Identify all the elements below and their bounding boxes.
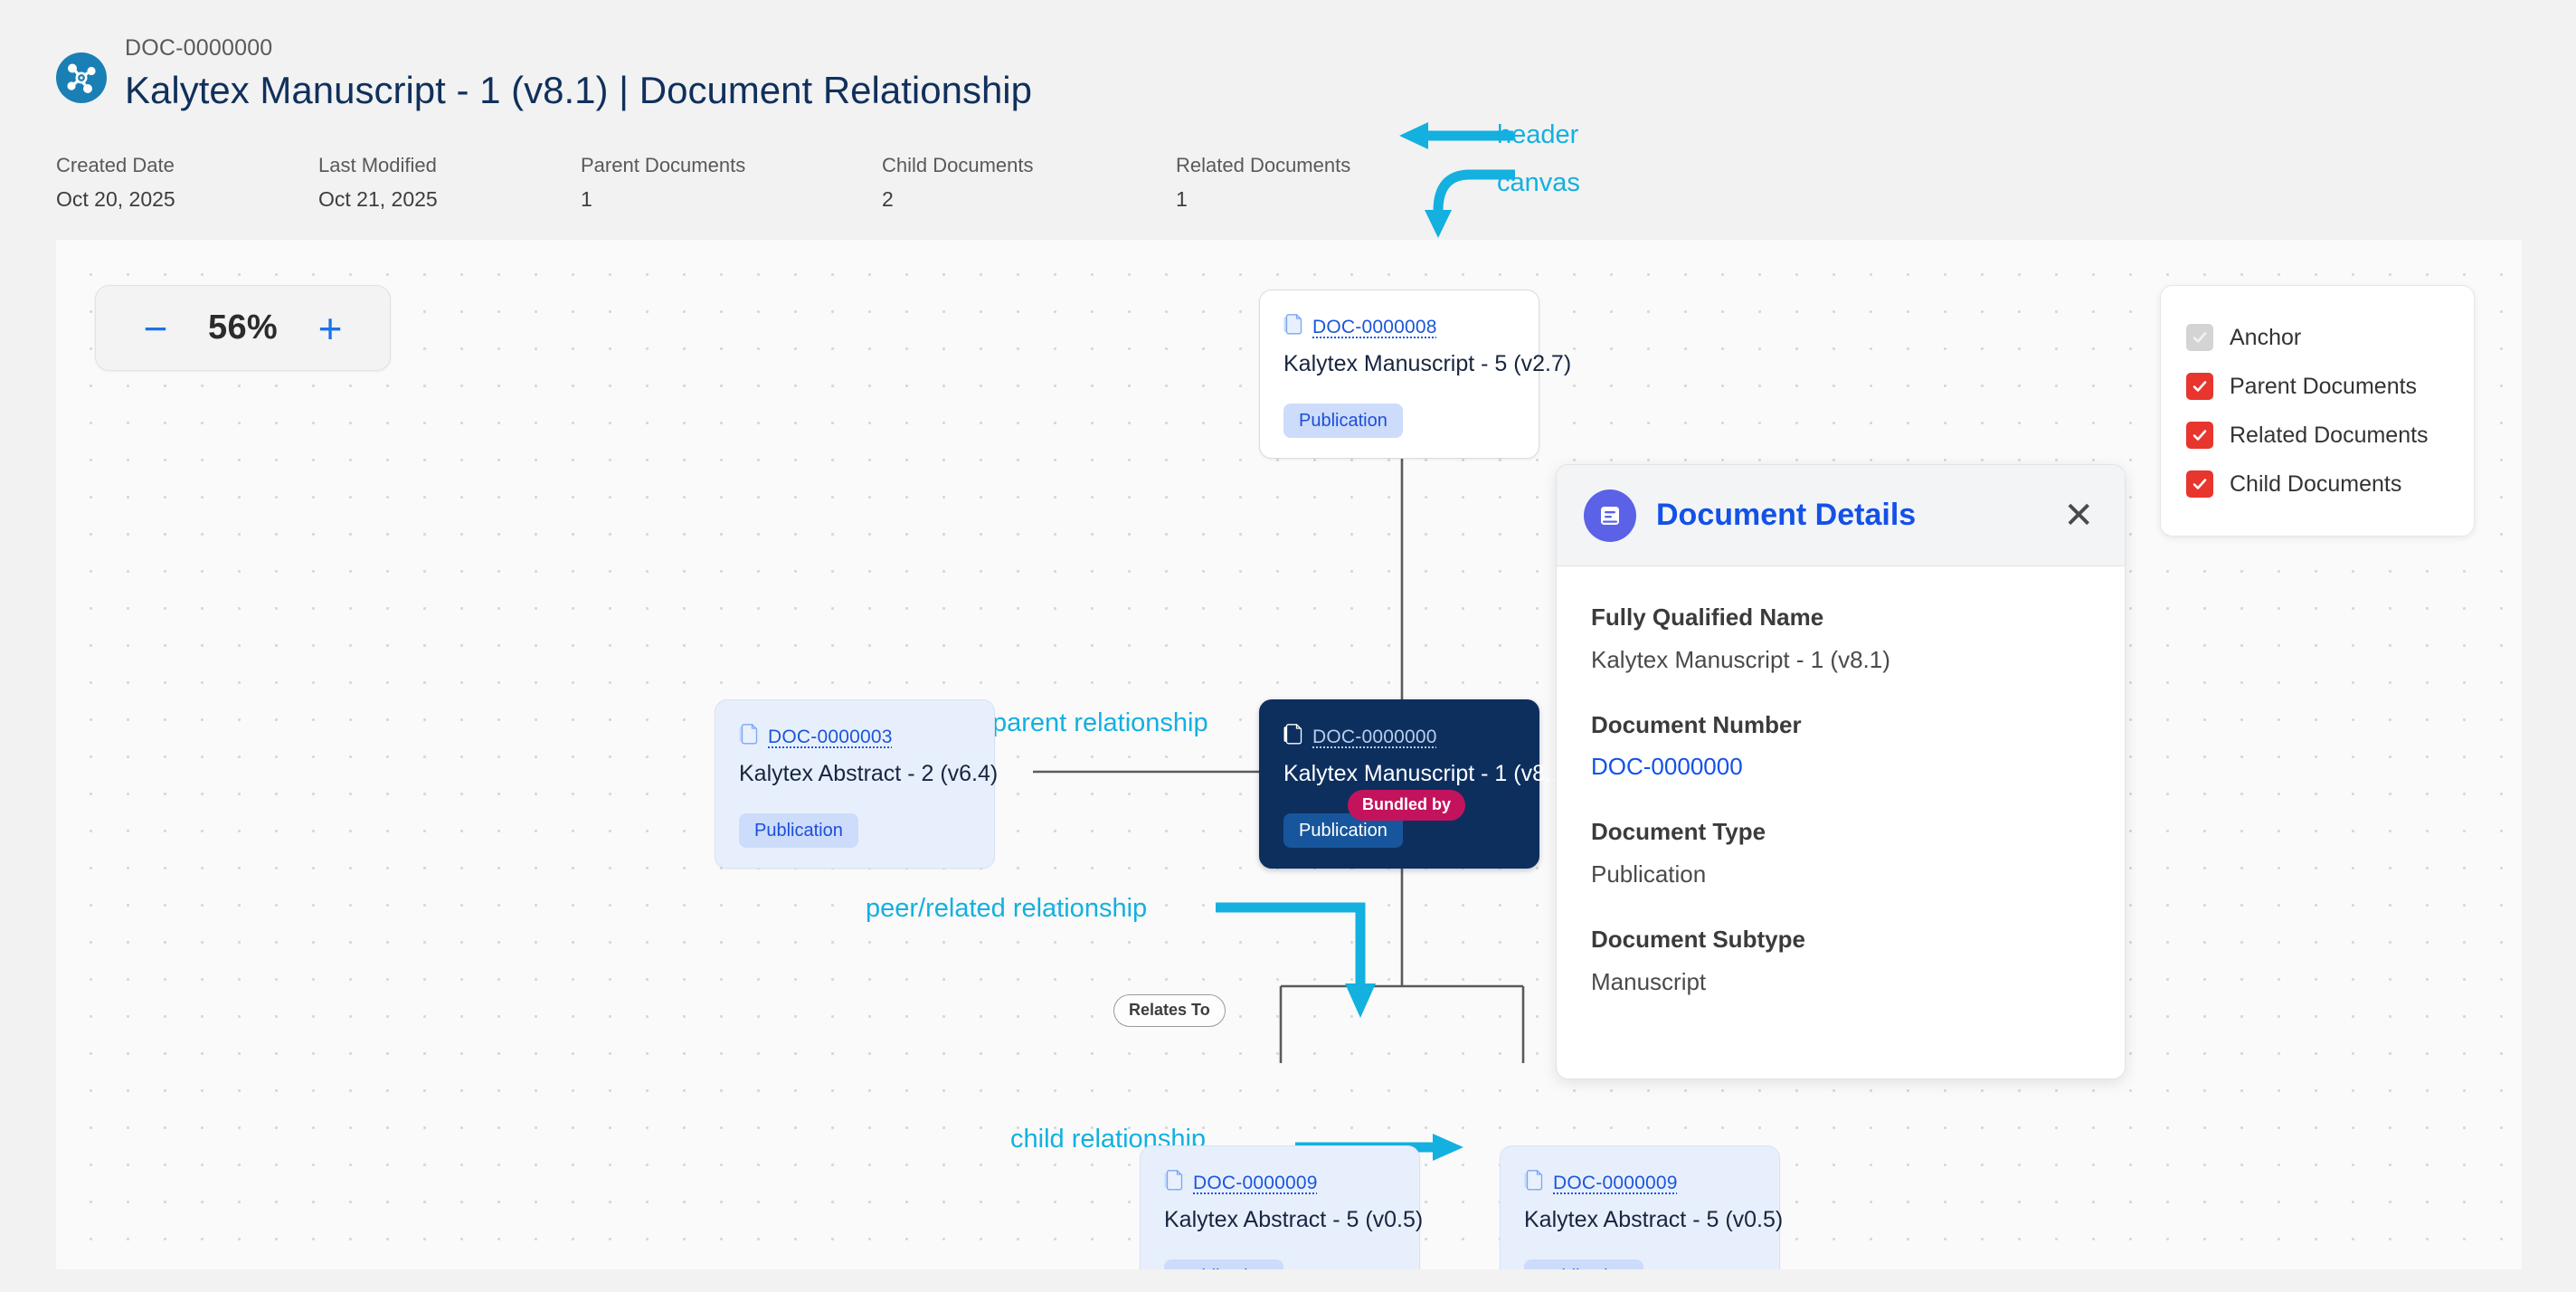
meta-label: Created Date xyxy=(56,154,175,176)
graph-canvas[interactable]: − 56% + DOC-0000008 Kalytex Manuscript -… xyxy=(56,240,2522,1269)
header-meta-row: Created Date Oct 20, 2025 Last Modified … xyxy=(56,152,1350,214)
node-title: Kalytex Manuscript - 1 (v8.1) xyxy=(1283,761,1572,786)
field-value: Manuscript xyxy=(1591,967,1707,995)
network-hub-icon xyxy=(56,52,107,103)
meta-value: 1 xyxy=(1176,186,1188,211)
field-document-number: Document Number DOC-0000000 xyxy=(1591,710,2090,784)
document-details-panel: Document Details ✕ Fully Qualified Name … xyxy=(1556,464,2126,1079)
graph-node-anchor[interactable]: DOC-0000000 Kalytex Manuscript - 1 (v8.1… xyxy=(1259,699,1572,869)
meta-label: Parent Documents xyxy=(581,154,746,176)
meta-label: Child Documents xyxy=(882,154,1034,176)
edge-label-bundled-by[interactable]: Bundled by xyxy=(1348,790,1465,821)
checkbox-anchor[interactable] xyxy=(2186,324,2213,351)
meta-created-date: Created Date Oct 20, 2025 xyxy=(56,152,318,214)
legend-panel: Anchor Parent Documents Related Document… xyxy=(2160,285,2475,537)
peer-relationship-annotation-label: peer/related relationship xyxy=(866,894,1148,923)
zoom-out-button[interactable]: − xyxy=(143,304,168,352)
page-title: Kalytex Manuscript - 1 (v8.1) | Document… xyxy=(125,69,1032,112)
document-icon xyxy=(739,724,759,750)
legend-label: Child Documents xyxy=(2230,470,2402,497)
meta-value: Oct 20, 2025 xyxy=(56,186,175,211)
edge-label-relates-to[interactable]: Relates To xyxy=(1113,994,1226,1027)
field-label: Document Number xyxy=(1591,710,1802,738)
node-id[interactable]: DOC-0000000 xyxy=(1312,726,1437,747)
field-document-type: Document Type Publication xyxy=(1591,817,2090,890)
zoom-in-button[interactable]: + xyxy=(317,304,343,352)
document-icon xyxy=(1283,314,1303,340)
edge-child-bus xyxy=(1279,984,1525,1063)
graph-node-related[interactable]: DOC-0000003 Kalytex Abstract - 2 (v6.4) … xyxy=(715,699,999,869)
node-id[interactable]: DOC-0000003 xyxy=(768,726,893,747)
field-value: Publication xyxy=(1591,860,1707,888)
document-details-icon xyxy=(1584,489,1636,542)
node-id[interactable]: DOC-0000008 xyxy=(1312,316,1437,337)
graph-node-parent[interactable]: DOC-0000008 Kalytex Manuscript - 5 (v2.7… xyxy=(1259,290,1572,460)
node-type-badge: Publication xyxy=(1164,1259,1283,1269)
graph-node-child-left[interactable]: DOC-0000009 Kalytex Abstract - 5 (v0.5) … xyxy=(1140,1145,1424,1269)
legend-item-child-documents[interactable]: Child Documents xyxy=(2186,460,2448,508)
node-type-badge: Publication xyxy=(1524,1259,1643,1269)
node-title: Kalytex Manuscript - 5 (v2.7) xyxy=(1283,351,1572,376)
document-details-body: Fully Qualified Name Kalytex Manuscript … xyxy=(1557,566,2125,1050)
meta-child-documents: Child Documents 2 xyxy=(882,152,1176,214)
node-type-badge: Publication xyxy=(1283,404,1403,439)
legend-item-anchor[interactable]: Anchor xyxy=(2186,313,2448,362)
node-id[interactable]: DOC-0000009 xyxy=(1193,1172,1318,1193)
legend-item-parent-documents[interactable]: Parent Documents xyxy=(2186,362,2448,411)
field-label: Document Type xyxy=(1591,818,1766,846)
zoom-control[interactable]: − 56% + xyxy=(95,285,391,371)
page-header: DOC-0000000 Kalytex Manuscript - 1 (v8.1… xyxy=(0,0,2576,240)
node-title: Kalytex Abstract - 2 (v6.4) xyxy=(739,761,999,786)
node-title: Kalytex Abstract - 5 (v0.5) xyxy=(1524,1207,1784,1232)
graph-node-child-right[interactable]: DOC-0000009 Kalytex Abstract - 5 (v0.5) … xyxy=(1500,1145,1784,1269)
header-doc-id: DOC-0000000 xyxy=(125,35,273,61)
legend-label: Related Documents xyxy=(2230,422,2429,448)
meta-value: Oct 21, 2025 xyxy=(318,186,438,211)
meta-parent-documents: Parent Documents 1 xyxy=(581,152,882,214)
document-icon xyxy=(1164,1170,1184,1196)
node-type-badge: Publication xyxy=(739,813,858,849)
document-icon xyxy=(1283,724,1303,750)
meta-related-documents: Related Documents 1 xyxy=(1176,152,1350,214)
canvas-annotation-label: canvas xyxy=(1497,168,1580,197)
field-label: Document Subtype xyxy=(1591,925,1805,953)
legend-label: Parent Documents xyxy=(2230,373,2418,399)
header-title-block: DOC-0000000 Kalytex Manuscript - 1 (v8.1… xyxy=(56,34,1032,113)
document-icon xyxy=(1524,1170,1544,1196)
field-fully-qualified-name: Fully Qualified Name Kalytex Manuscript … xyxy=(1591,603,2090,676)
legend-item-related-documents[interactable]: Related Documents xyxy=(2186,411,2448,460)
meta-value: 1 xyxy=(581,186,592,211)
field-label: Fully Qualified Name xyxy=(1591,603,1824,631)
field-value-link[interactable]: DOC-0000000 xyxy=(1591,753,1743,781)
legend-label: Anchor xyxy=(2230,324,2302,350)
meta-label: Last Modified xyxy=(318,154,437,176)
meta-value: 2 xyxy=(882,186,894,211)
meta-label: Related Documents xyxy=(1176,154,1351,176)
document-details-title: Document Details xyxy=(1656,498,1917,532)
meta-last-modified: Last Modified Oct 21, 2025 xyxy=(318,152,581,214)
field-value: Kalytex Manuscript - 1 (v8.1) xyxy=(1591,645,1890,673)
node-title: Kalytex Abstract - 5 (v0.5) xyxy=(1164,1207,1424,1232)
field-document-subtype: Document Subtype Manuscript xyxy=(1591,925,2090,998)
zoom-level-value: 56% xyxy=(208,309,278,347)
checkbox-parent-documents[interactable] xyxy=(2186,373,2213,400)
parent-relationship-annotation-label: parent relationship xyxy=(992,708,1208,737)
checkbox-child-documents[interactable] xyxy=(2186,470,2213,498)
checkbox-related-documents[interactable] xyxy=(2186,422,2213,449)
node-id[interactable]: DOC-0000009 xyxy=(1553,1172,1678,1193)
document-details-header: Document Details ✕ xyxy=(1557,465,2125,566)
header-annotation-label: header xyxy=(1497,120,1579,149)
close-icon[interactable]: ✕ xyxy=(2063,495,2094,536)
